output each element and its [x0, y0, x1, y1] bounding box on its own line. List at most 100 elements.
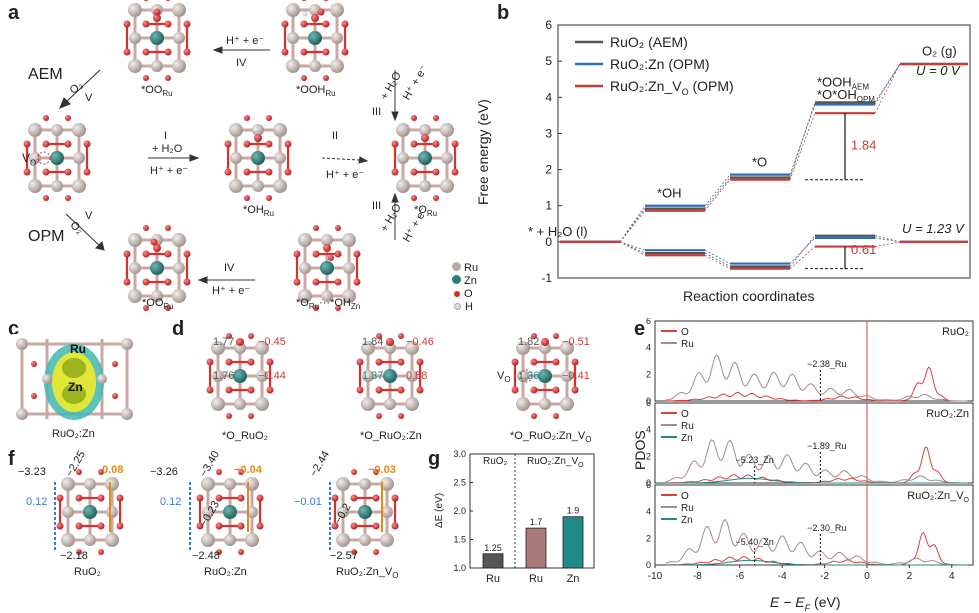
panel-label-c: c [8, 318, 20, 340]
u0-connector [789, 104, 816, 175]
pdos-curve-ru [665, 439, 968, 484]
f3-c: −0.03 [368, 464, 396, 476]
f2-c: −0.04 [234, 464, 262, 476]
pdos-legend-label: Ru [681, 503, 694, 514]
pdos-annot2: −5.23_Zn [735, 455, 773, 465]
bader-structures [205, 331, 580, 421]
u123-connector [789, 235, 816, 267]
atom-legend: Ru Zn O H [452, 262, 492, 314]
pdos-legend-label: Ru [681, 339, 694, 350]
label-start: * + H₂O (l) [528, 224, 588, 239]
pdos-legend-label: Zn [681, 433, 693, 444]
step-i-he: H⁺ + e⁻ [150, 165, 189, 177]
step-ii: II [332, 130, 339, 142]
label-u123: U = 1.23 V [902, 221, 965, 236]
g-group2: RuO₂:Zn_VO [527, 456, 584, 469]
label-u0: U = 0 V [916, 63, 961, 78]
u0-connector [619, 205, 646, 243]
label-o: *O [752, 155, 767, 170]
structure-label-o: *ORu [414, 204, 438, 219]
pdos-y-tick-label: 2 [646, 369, 651, 379]
charge-density-structure [12, 334, 137, 424]
pdos-curve-o [665, 446, 968, 484]
panel-label-f: f [8, 448, 15, 470]
u0-connector [874, 63, 901, 105]
charge-zn-label: Zn [68, 380, 83, 394]
free-energy-xlabel: Reaction coordinates [683, 288, 815, 304]
pdos-y-tick-label: 0 [646, 478, 651, 488]
legend-label: RuO₂:Zn_VO (OPM) [610, 78, 734, 97]
pdos-x-tick-label: 0 [864, 571, 870, 582]
pdos-annot: −2.30_Ru [807, 523, 846, 533]
plot-frame [557, 24, 971, 279]
pdos-chart: 0246ORuRuO₂−2.38_Ru0246ORuZnRuO₂:Zn−1.89… [646, 318, 974, 582]
f2-caption: RuO₂:Zn [204, 566, 247, 578]
f1-a: −3.23 [18, 466, 46, 478]
pdos-y-tick-label: 6 [646, 398, 651, 408]
step-i: I [164, 130, 168, 142]
u0-connector [789, 102, 816, 178]
d1-mid-right: −0.44 [258, 370, 286, 382]
pdos-y-tick-label: 2 [646, 451, 651, 461]
vacancy-label: VO [22, 151, 37, 168]
structure-label-oo-top: *OORu [141, 84, 173, 99]
mechanism-diagram [22, 0, 460, 313]
bar-2 [562, 516, 584, 569]
d3-vo: VO [497, 370, 511, 385]
legend-label: RuO₂ (AEM) [610, 34, 688, 50]
label-o2: O₂ (g) [922, 44, 957, 59]
pdos-y-tick-label: 4 [646, 343, 651, 353]
u0-connector [619, 210, 646, 243]
step-iv-top: IV [236, 57, 247, 69]
u123-connector [619, 241, 646, 256]
charge-caption: RuO₂:Zn [52, 428, 95, 440]
bar-1 [525, 527, 547, 569]
pdos-legend-label: O [681, 327, 689, 338]
d2-mid-right: 0.58 [406, 370, 428, 382]
panel-label-a: a [8, 2, 20, 24]
bar-value-label: 1.25 [484, 543, 502, 553]
pdos-title: RuO₂:Zn [926, 408, 969, 420]
step-ii-he: H⁺ + e⁻ [326, 169, 365, 181]
pdos-y-tick-label: 6 [646, 480, 651, 490]
gap2-value: 0.61 [851, 242, 876, 257]
panel-label-d: d [172, 318, 185, 340]
u0-connector [704, 177, 731, 209]
step-i-h2o: + H₂O [152, 143, 183, 155]
f1-c: 0.08 [102, 464, 124, 476]
delta-e-ylabel: ΔE (eV) [434, 492, 445, 528]
label-oh: *OH [657, 186, 682, 201]
structure-label-ooh: *OOHRu [296, 84, 336, 99]
pdos-x-tick-label: -4 [778, 571, 787, 582]
pdos-annot2: −5.40_Zn [735, 537, 773, 547]
d2-top-left: 1.84 [362, 336, 384, 348]
bar-y-tick-label: 2.5 [453, 478, 466, 488]
f3-caption: RuO₂:Zn_VO [336, 566, 399, 581]
g-group1: RuO₂ [483, 456, 508, 467]
y-tick-label: 6 [545, 18, 552, 32]
pdos-x-tick-label: -8 [693, 571, 702, 582]
pdos-y-tick-label: 4 [646, 507, 651, 517]
pdos-y-tick-label: 0 [646, 396, 651, 406]
u123-connector [789, 237, 816, 264]
mulliken-structures [54, 467, 400, 557]
free-energy-ylabel: Free energy (eV) [475, 99, 491, 205]
pdos-frame [654, 320, 974, 402]
pdos-curve-ru [665, 354, 968, 402]
pdos-y-tick-label: 0 [646, 560, 651, 570]
y-tick-label: 0 [545, 235, 552, 249]
f3-d: −0.01 [294, 496, 322, 508]
bar-category-label: Zn [567, 573, 580, 585]
legend-label: RuO₂:Zn (OPM) [610, 56, 710, 72]
u123-connector [704, 254, 731, 269]
gap1-value: 1.84 [851, 138, 876, 153]
step-iv-bottom-text: H⁺ + e⁻ [212, 285, 251, 297]
d1-mid-left: 1.76 [213, 370, 235, 382]
d3-caption: *O_RuO₂:Zn_VO [510, 430, 592, 445]
y-tick-label: -1 [541, 271, 552, 285]
f1-e: −2.18 [60, 550, 88, 562]
pdos-y-tick-label: 6 [646, 318, 651, 326]
bar-category-label: Ru [529, 573, 543, 585]
step-iv-top-text: H⁺ + e⁻ [226, 35, 265, 47]
charge-ru-label: Ru [70, 342, 86, 356]
